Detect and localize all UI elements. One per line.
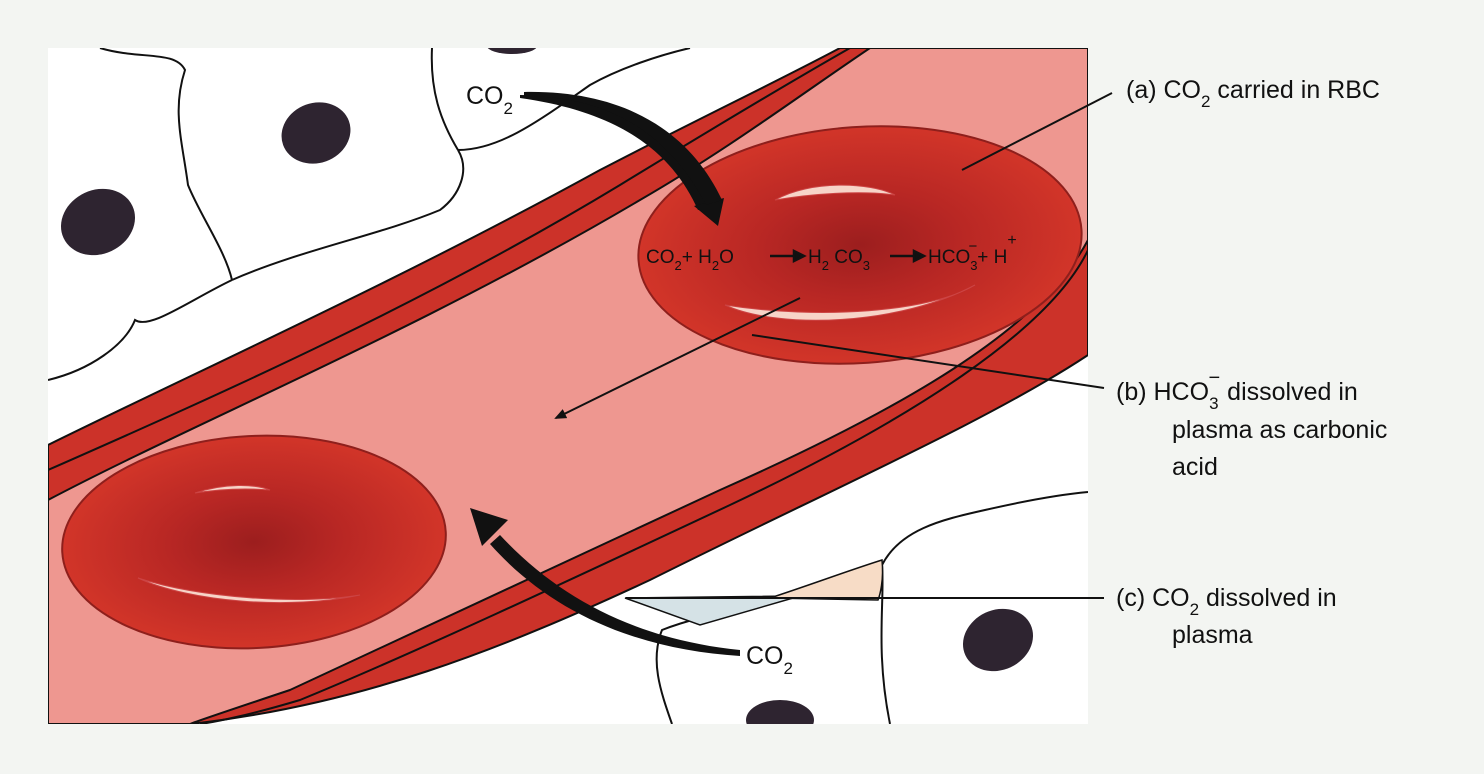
bicarbonate-arrow [554,297,801,419]
co2-entry-arrow-bottom [470,508,740,656]
bicarbonate-term: HCO3−+ H+ [928,232,1017,273]
co2-label-bottom: CO2 [746,642,793,678]
nucleus [61,188,135,256]
co2-entry-arrow-top [520,91,724,226]
red-blood-cell-lower [61,434,447,650]
nucleus [281,102,351,164]
nucleus [962,608,1034,672]
cell-cytoplasm-highlight [769,559,884,601]
reaction-equation: CO2+ H2O [646,247,734,273]
label-b: (b) HCO3− dissolved in [1116,367,1358,413]
label-c: (c) CO2 dissolved in [1116,584,1337,619]
label-b-line3: acid [1172,453,1218,481]
leader-lines [626,92,1113,599]
label-c-line2: plasma [1172,621,1253,649]
red-blood-cell-upper [637,125,1083,365]
label-b-line2: plasma as carbonic [1172,416,1387,444]
equation-arrows [770,248,927,264]
nucleus [487,48,537,54]
label-a: (a) CO2 carried in RBC [1126,76,1380,111]
nucleus [746,700,814,724]
nuclei [61,48,1034,724]
tissue-cells-top [48,48,691,381]
carbonic-acid-term: H2 CO3 [808,247,870,273]
co2-label-top: CO2 [466,82,513,118]
